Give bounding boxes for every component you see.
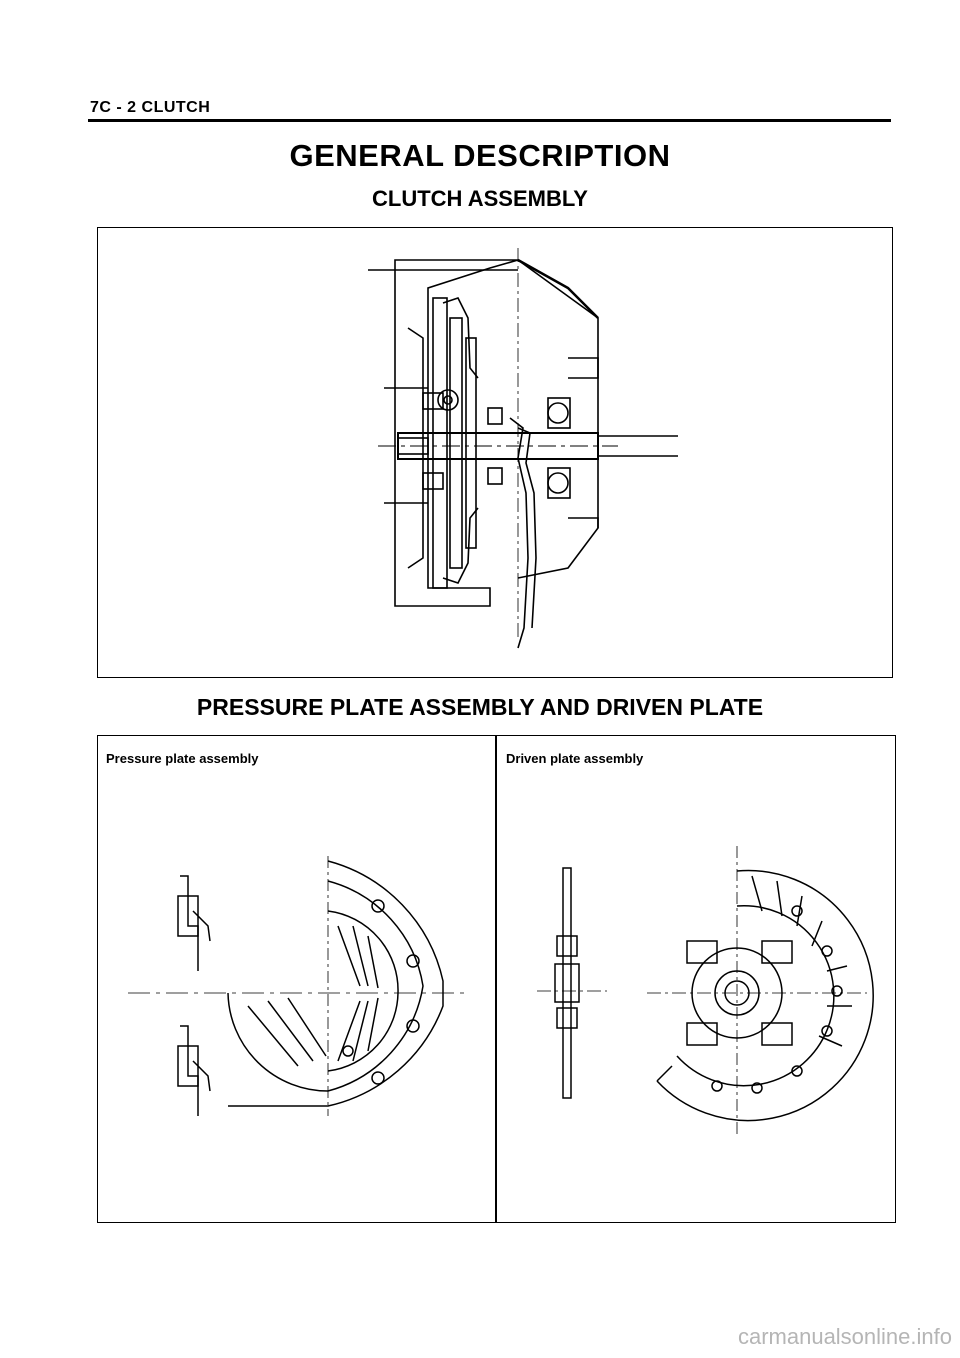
clutch-assembly-figure (97, 227, 893, 678)
watermark: carmanualsonline.info (737, 1324, 952, 1349)
pressure-plate-drawing (128, 856, 468, 1116)
pressure-plate-section-title: PRESSURE PLATE ASSEMBLY AND DRIVEN PLATE (196, 694, 764, 720)
pressure-and-driven-plate-figure: Pressure plate assembly Driven plate ass… (97, 735, 896, 1223)
driven-plate-label: Driven plate assembly (506, 751, 644, 766)
section-header: 7C - 2 CLUTCH (90, 99, 211, 116)
header-rule (88, 119, 891, 122)
clutch-assembly-title: CLUTCH ASSEMBLY (372, 186, 588, 211)
driven-plate-drawing (537, 846, 874, 1136)
clutch-cross-section-drawing (368, 248, 678, 649)
panel-divider (495, 736, 497, 1222)
pressure-plate-label: Pressure plate assembly (106, 751, 259, 766)
page-title: GENERAL DESCRIPTION (289, 138, 671, 173)
